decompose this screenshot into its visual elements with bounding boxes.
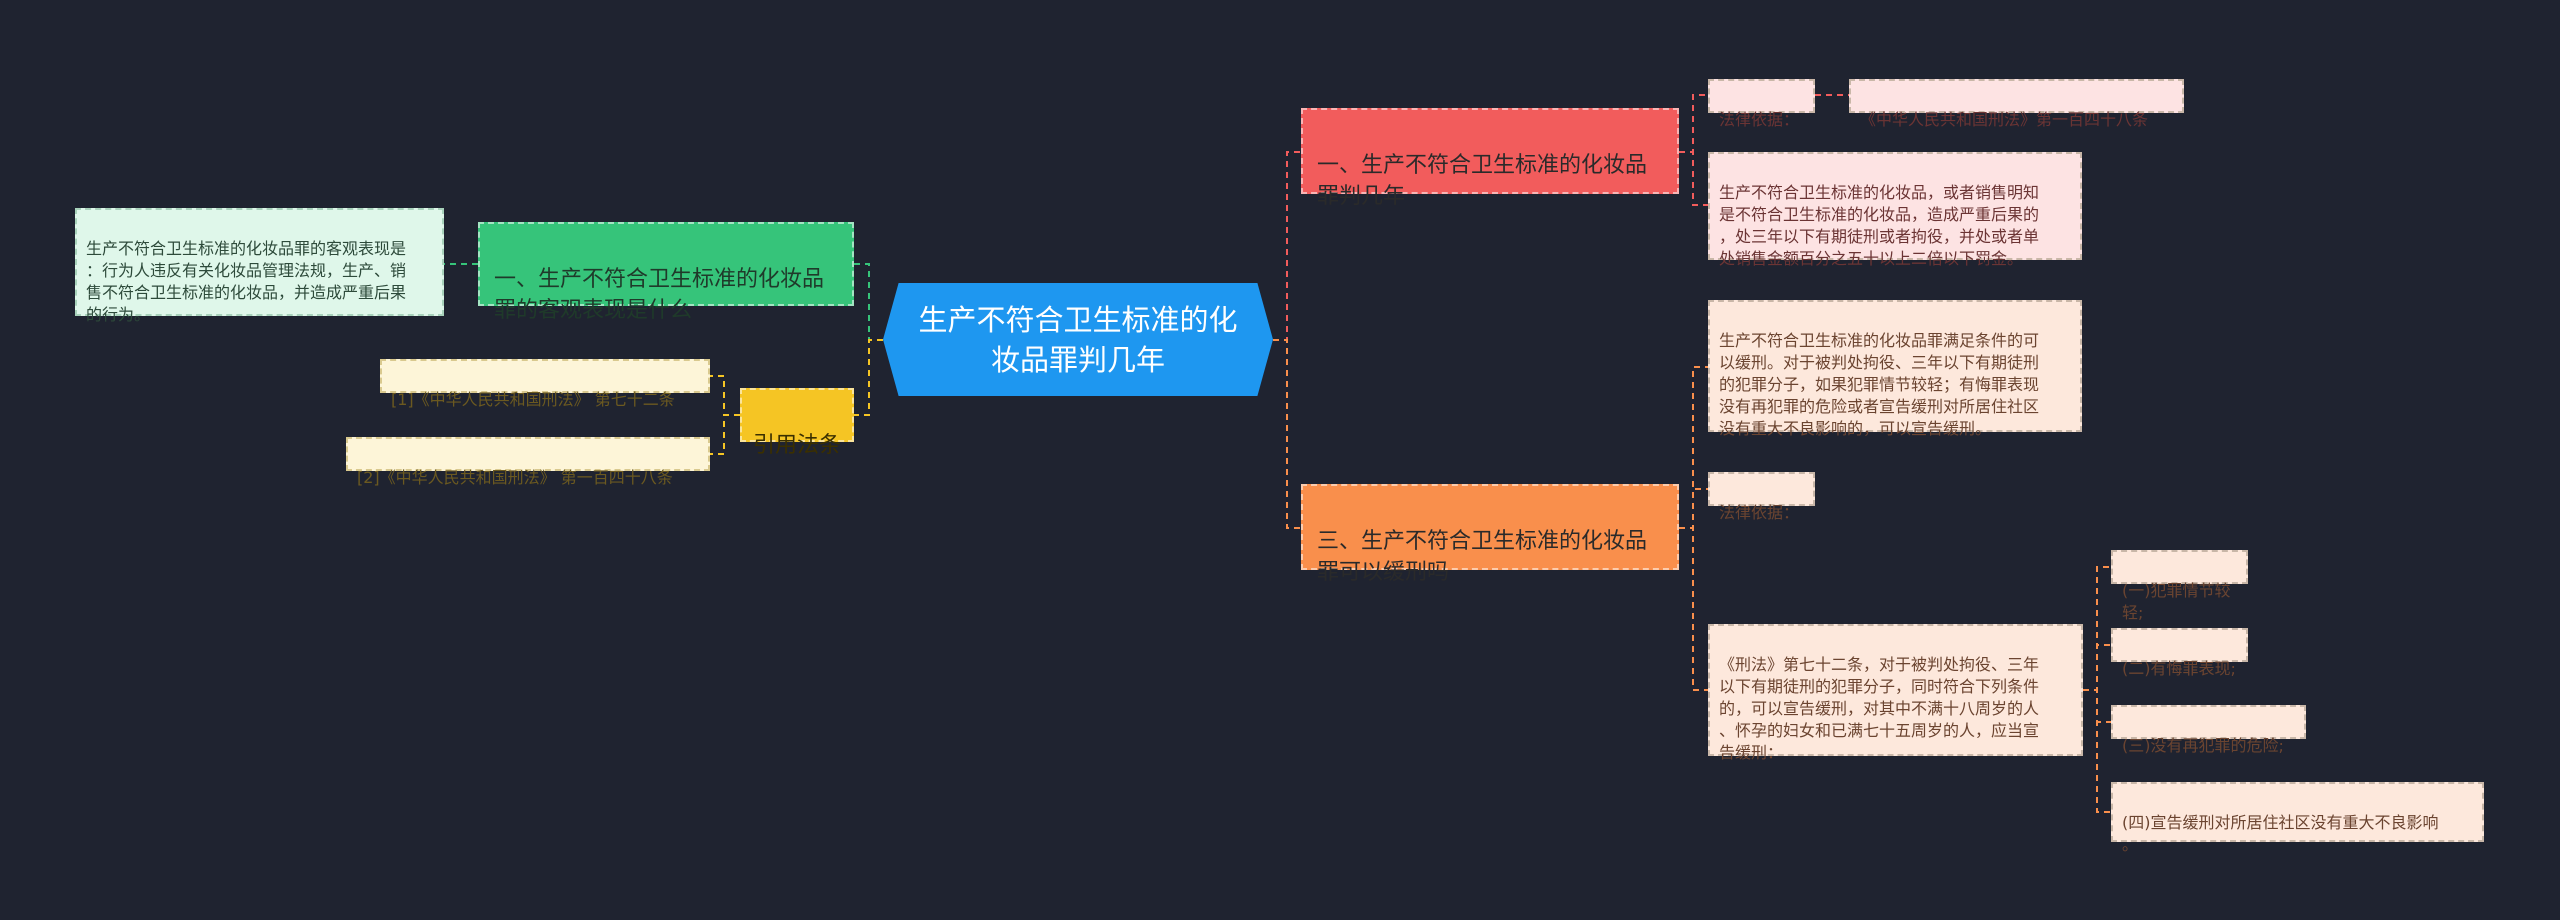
edge-article-cond3 — [2083, 689, 2111, 723]
edge-root-branch2 — [854, 263, 883, 341]
edge-branch3-basis — [1679, 488, 1708, 529]
edge-article-cond4 — [2083, 689, 2111, 813]
article-72-text: 《刑法》第七十二条，对于被判处拘役、三年 以下有期徒刑的犯罪分子，同时符合下列条… — [1719, 655, 2040, 762]
sentencing-detail-text: 生产不符合卫生标准的化妆品，或者销售明知 是不符合卫生标准的化妆品，造成严重后果… — [1719, 183, 2040, 268]
condition-1[interactable]: (一)犯罪情节较轻; — [2111, 550, 2248, 622]
condition-2-text: (二)有悔罪表现; — [2122, 659, 2236, 678]
condition-3[interactable]: (三)没有再犯罪的危险; — [2111, 705, 2306, 755]
cited-law-2[interactable]: [2]《中华人民共和国刑法》 第一百四十八条 — [346, 437, 710, 487]
root-topic[interactable]: 生产不符合卫生标准的化 妆品罪判几年 — [883, 283, 1273, 396]
edge-branch3-article — [1679, 527, 1708, 691]
branch-probation[interactable]: 三、生产不符合卫生标准的化妆品 罪可以缓刑吗 — [1301, 484, 1679, 585]
edge-root-refs — [854, 339, 883, 416]
condition-2[interactable]: (二)有悔罪表现; — [2111, 628, 2248, 678]
edge-branch1-basis — [1679, 94, 1708, 153]
branch-objective[interactable]: 一、生产不符合卫生标准的化妆品 罪的客观表现是什么 — [478, 222, 854, 323]
edge-root-branch3 — [1273, 339, 1301, 529]
condition-4-text: (四)宣告缓刑对所居住社区没有重大不良影响 。 — [2122, 813, 2439, 854]
edge-article-cond1 — [2083, 566, 2111, 691]
legal-basis-label[interactable]: 法律依据： — [1708, 79, 1815, 129]
article-72[interactable]: 《刑法》第七十二条，对于被判处拘役、三年 以下有期徒刑的犯罪分子，同时符合下列条… — [1708, 624, 2083, 762]
cited-law-2-text: [2]《中华人民共和国刑法》 第一百四十八条 — [357, 468, 673, 487]
probation-summary[interactable]: 生产不符合卫生标准的化妆品罪满足条件的可 以缓刑。对于被判处拘役、三年以下有期徒… — [1708, 300, 2082, 438]
probation-basis-label[interactable]: 法律依据： — [1708, 472, 1815, 522]
edge-refs-item2 — [710, 414, 740, 455]
cited-law-1[interactable]: [1]《中华人民共和国刑法》 第七十二条 — [380, 359, 710, 409]
condition-4[interactable]: (四)宣告缓刑对所居住社区没有重大不良影响 。 — [2111, 782, 2484, 854]
edge-branch1-detail — [1679, 151, 1708, 206]
edge-article-cond2 — [2083, 644, 2111, 691]
probation-summary-text: 生产不符合卫生标准的化妆品罪满足条件的可 以缓刑。对于被判处拘役、三年以下有期徒… — [1719, 331, 2040, 438]
legal-basis-law-text: 《中华人民共和国刑法》第一百四十八条 — [1860, 110, 2149, 129]
objective-detail-text: 生产不符合卫生标准的化妆品罪的客观表现是 ：行为人违反有关化妆品管理法规，生产、… — [86, 239, 407, 324]
edge-refs-item1 — [710, 375, 740, 416]
branch-probation-label: 三、生产不符合卫生标准的化妆品 罪可以缓刑吗 — [1317, 529, 1648, 585]
condition-1-text: (一)犯罪情节较轻; — [2122, 581, 2231, 622]
branch-cited-laws-label: 引用法条 — [752, 433, 841, 458]
condition-3-text: (三)没有再犯罪的危险; — [2122, 736, 2284, 755]
legal-basis-text: 法律依据： — [1719, 110, 1800, 129]
branch-sentencing[interactable]: 一、生产不符合卫生标准的化妆品 罪判几年 — [1301, 108, 1679, 209]
branch-cited-laws[interactable]: 引用法条 — [740, 388, 854, 458]
edge-root-branch1 — [1273, 151, 1301, 341]
branch-objective-label: 一、生产不符合卫生标准的化妆品 罪的客观表现是什么 — [494, 267, 825, 323]
probation-basis-text: 法律依据： — [1719, 503, 1800, 522]
objective-detail[interactable]: 生产不符合卫生标准的化妆品罪的客观表现是 ：行为人违反有关化妆品管理法规，生产、… — [75, 208, 444, 324]
cited-law-1-text: [1]《中华人民共和国刑法》 第七十二条 — [391, 390, 675, 409]
legal-basis-law[interactable]: 《中华人民共和国刑法》第一百四十八条 — [1849, 79, 2184, 129]
sentencing-detail[interactable]: 生产不符合卫生标准的化妆品，或者销售明知 是不符合卫生标准的化妆品，造成严重后果… — [1708, 152, 2082, 268]
root-label: 生产不符合卫生标准的化 妆品罪判几年 — [918, 302, 1238, 377]
branch-sentencing-label: 一、生产不符合卫生标准的化妆品 罪判几年 — [1317, 153, 1648, 209]
